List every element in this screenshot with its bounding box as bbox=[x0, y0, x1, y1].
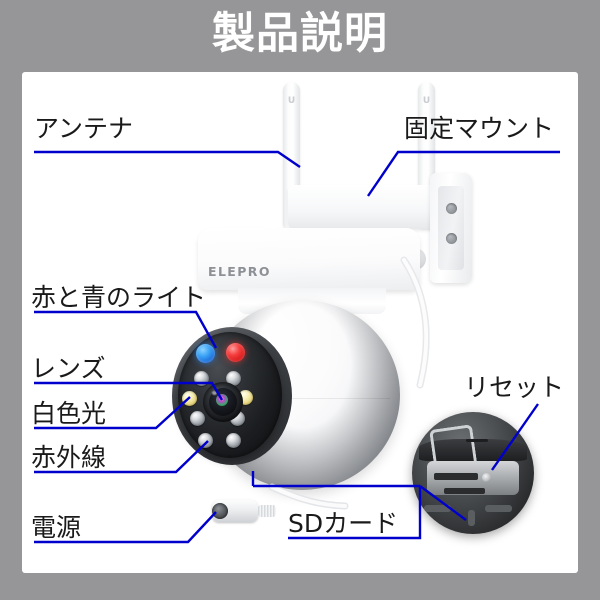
led-white-left bbox=[182, 391, 197, 406]
inset-vent-center bbox=[468, 509, 476, 526]
diagram-card: U U ELEPRO bbox=[22, 72, 578, 573]
mount-arm bbox=[288, 185, 438, 229]
label-lens: レンズ bbox=[31, 354, 106, 383]
top-housing bbox=[198, 228, 420, 290]
microphone-hole bbox=[228, 455, 231, 458]
label-white-light: 白色光 bbox=[31, 399, 107, 428]
led-infrared-6 bbox=[226, 433, 241, 448]
connector-strain-relief bbox=[258, 505, 276, 517]
inset-vent-right bbox=[485, 504, 513, 512]
bottom-detail-inset bbox=[412, 412, 534, 534]
led-red bbox=[226, 343, 245, 362]
reset-button bbox=[481, 473, 491, 482]
label-power: 電源 bbox=[31, 513, 82, 542]
led-infrared-3 bbox=[190, 411, 205, 426]
label-red-blue-light: 赤と青のライト bbox=[31, 283, 207, 312]
mount-plate-recess bbox=[438, 186, 464, 270]
label-sd-card: SDカード bbox=[288, 509, 399, 538]
inset-vent-left bbox=[424, 504, 452, 512]
mount-screw-hole-top bbox=[446, 203, 457, 214]
label-infrared: 赤外線 bbox=[31, 443, 107, 472]
brand-logo: ELEPRO bbox=[208, 264, 271, 279]
label-antenna: アンテナ bbox=[34, 114, 134, 143]
label-reset: リセット bbox=[464, 373, 565, 402]
antenna-left-mark: U bbox=[287, 96, 296, 106]
camera-body-seam bbox=[270, 398, 390, 399]
lens-highlight bbox=[212, 391, 217, 395]
camera-illustration: U U ELEPRO bbox=[22, 72, 578, 573]
mount-screw-hole-bottom bbox=[446, 233, 457, 244]
lens-reflection bbox=[216, 394, 228, 406]
page-title: 製品説明 bbox=[212, 9, 388, 59]
sd-card-slot bbox=[433, 473, 478, 480]
secondary-slot bbox=[443, 487, 486, 494]
connector-tip bbox=[212, 503, 228, 519]
antenna-right-mark: U bbox=[422, 96, 431, 106]
inset-top-dash bbox=[465, 438, 488, 442]
power-connector bbox=[208, 498, 278, 524]
led-infrared-5 bbox=[198, 433, 213, 448]
label-fixed-mount: 固定マウント bbox=[404, 114, 555, 143]
led-infrared-1 bbox=[194, 371, 209, 386]
led-blue bbox=[196, 344, 215, 363]
